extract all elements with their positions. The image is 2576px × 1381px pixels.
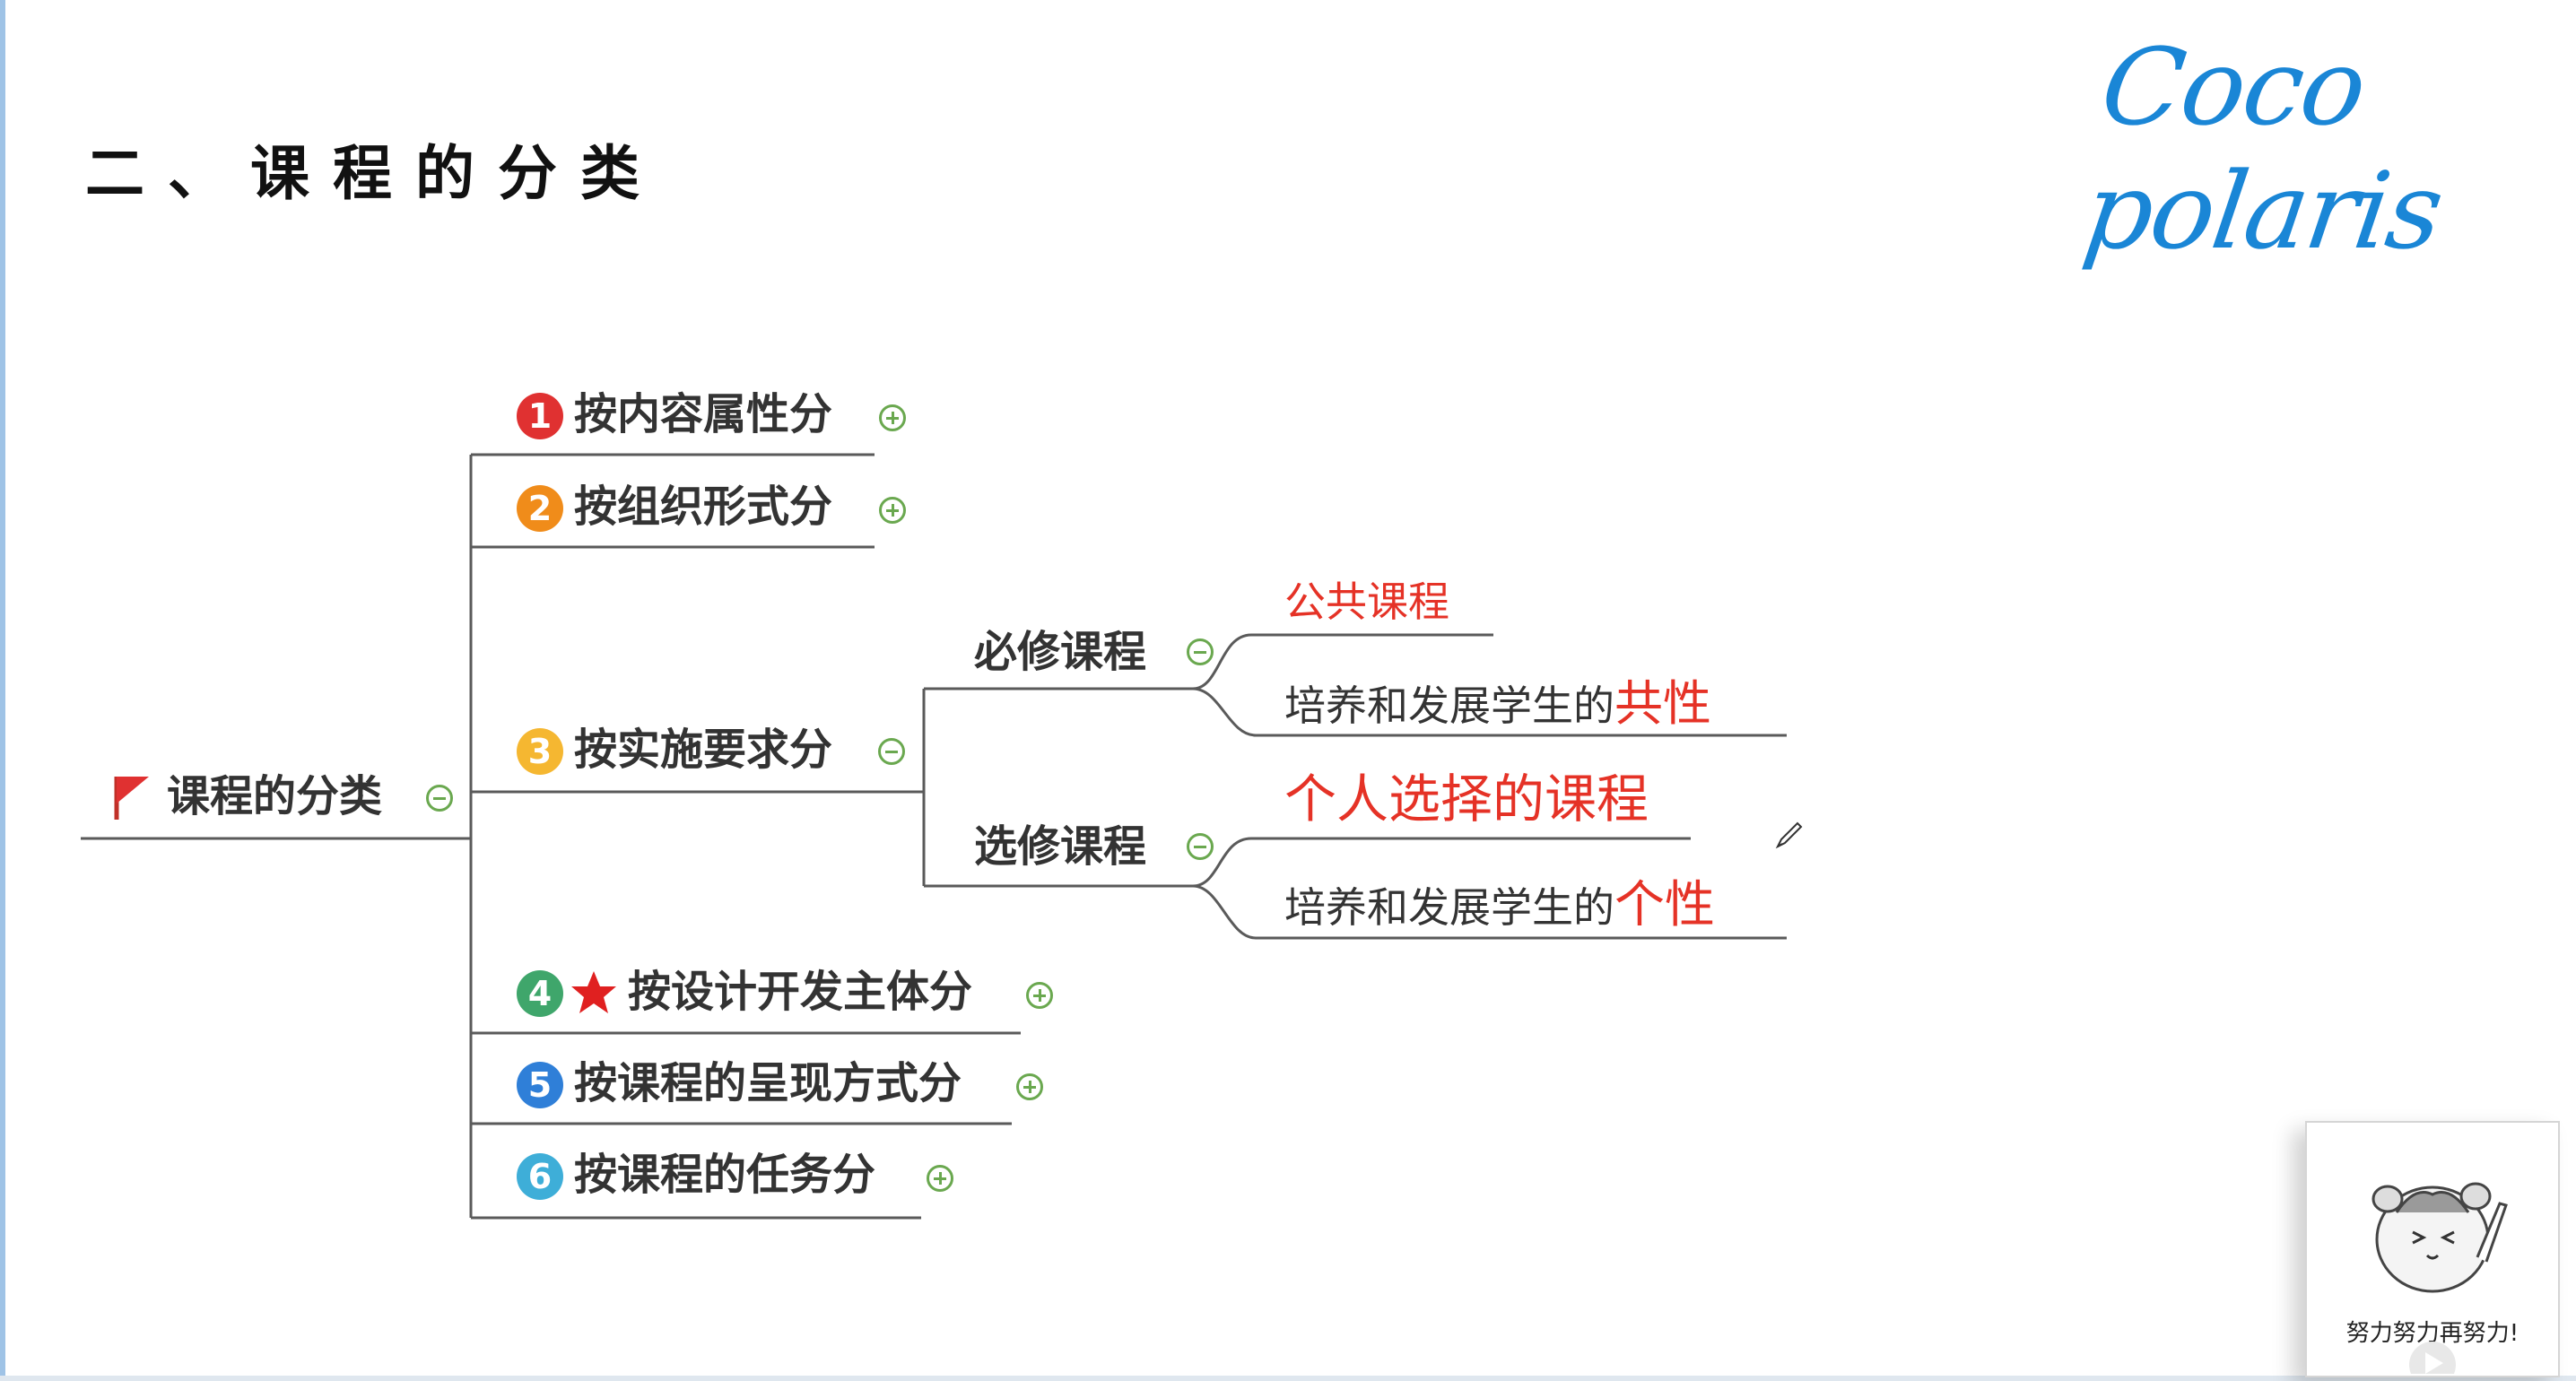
root-collapse-toggle[interactable] bbox=[426, 785, 453, 812]
required-course-collapse-toggle[interactable] bbox=[1187, 638, 1214, 665]
elective-course-desc[interactable]: 培养和发展学生的个性 bbox=[1284, 881, 1715, 931]
number-badge-2: 2 bbox=[517, 485, 563, 532]
required-course-desc[interactable]: 培养和发展学生的共性 bbox=[1284, 680, 1711, 728]
elective-course-collapse-toggle[interactable] bbox=[1187, 833, 1214, 860]
number-badge-3: 3 bbox=[517, 728, 563, 775]
slide-bottom-border bbox=[0, 1376, 2576, 1381]
desc-prefix: 培养和发展学生的 bbox=[1284, 682, 1614, 730]
branch-5-expand-toggle[interactable] bbox=[1016, 1073, 1043, 1100]
branch-1-topic[interactable]: 按内容属性分 bbox=[574, 389, 833, 439]
branch-6-topic[interactable]: 按课程的任务分 bbox=[574, 1150, 876, 1200]
branch-6-expand-toggle[interactable] bbox=[927, 1165, 953, 1192]
desc-prefix: 培养和发展学生的 bbox=[1284, 883, 1614, 932]
branch-1-expand-toggle[interactable] bbox=[879, 404, 906, 431]
desc-highlight-commonality: 共性 bbox=[1614, 675, 1711, 732]
desc-highlight-individuality: 个性 bbox=[1614, 876, 1715, 934]
branch-5-topic[interactable]: 按课程的呈现方式分 bbox=[574, 1058, 962, 1108]
hamster-mascot-icon bbox=[2371, 1182, 2508, 1293]
branch-2-expand-toggle[interactable] bbox=[879, 497, 906, 524]
number-badge-6: 6 bbox=[517, 1153, 563, 1200]
slide-left-border bbox=[0, 0, 5, 1381]
pen-cursor-icon bbox=[1775, 821, 1803, 849]
mascot-sticker: 努力努力再努力! bbox=[2305, 1121, 2560, 1377]
personal-choice-course-node[interactable]: 个人选择的课程 bbox=[1284, 769, 1649, 829]
elective-course-topic[interactable]: 选修课程 bbox=[974, 821, 1147, 872]
required-course-topic[interactable]: 必修课程 bbox=[974, 627, 1147, 677]
slide-title: 二、课程的分类 bbox=[85, 138, 663, 208]
root-topic[interactable]: 课程的分类 bbox=[167, 771, 383, 821]
play-icon[interactable] bbox=[2406, 1338, 2459, 1374]
branch-4-topic[interactable]: 按设计开发主体分 bbox=[628, 967, 973, 1017]
number-badge-5: 5 bbox=[517, 1062, 563, 1108]
public-course-node[interactable]: 公共课程 bbox=[1284, 578, 1449, 626]
number-badge-1: 1 bbox=[517, 393, 563, 439]
star-icon bbox=[571, 971, 616, 1013]
branch-3-collapse-toggle[interactable] bbox=[878, 738, 905, 765]
branch-3-topic[interactable]: 按实施要求分 bbox=[574, 725, 833, 775]
branch-4-expand-toggle[interactable] bbox=[1026, 982, 1053, 1009]
branch-2-topic[interactable]: 按组织形式分 bbox=[574, 482, 833, 532]
number-badge-4: 4 bbox=[517, 970, 563, 1017]
flag-icon bbox=[114, 777, 149, 820]
